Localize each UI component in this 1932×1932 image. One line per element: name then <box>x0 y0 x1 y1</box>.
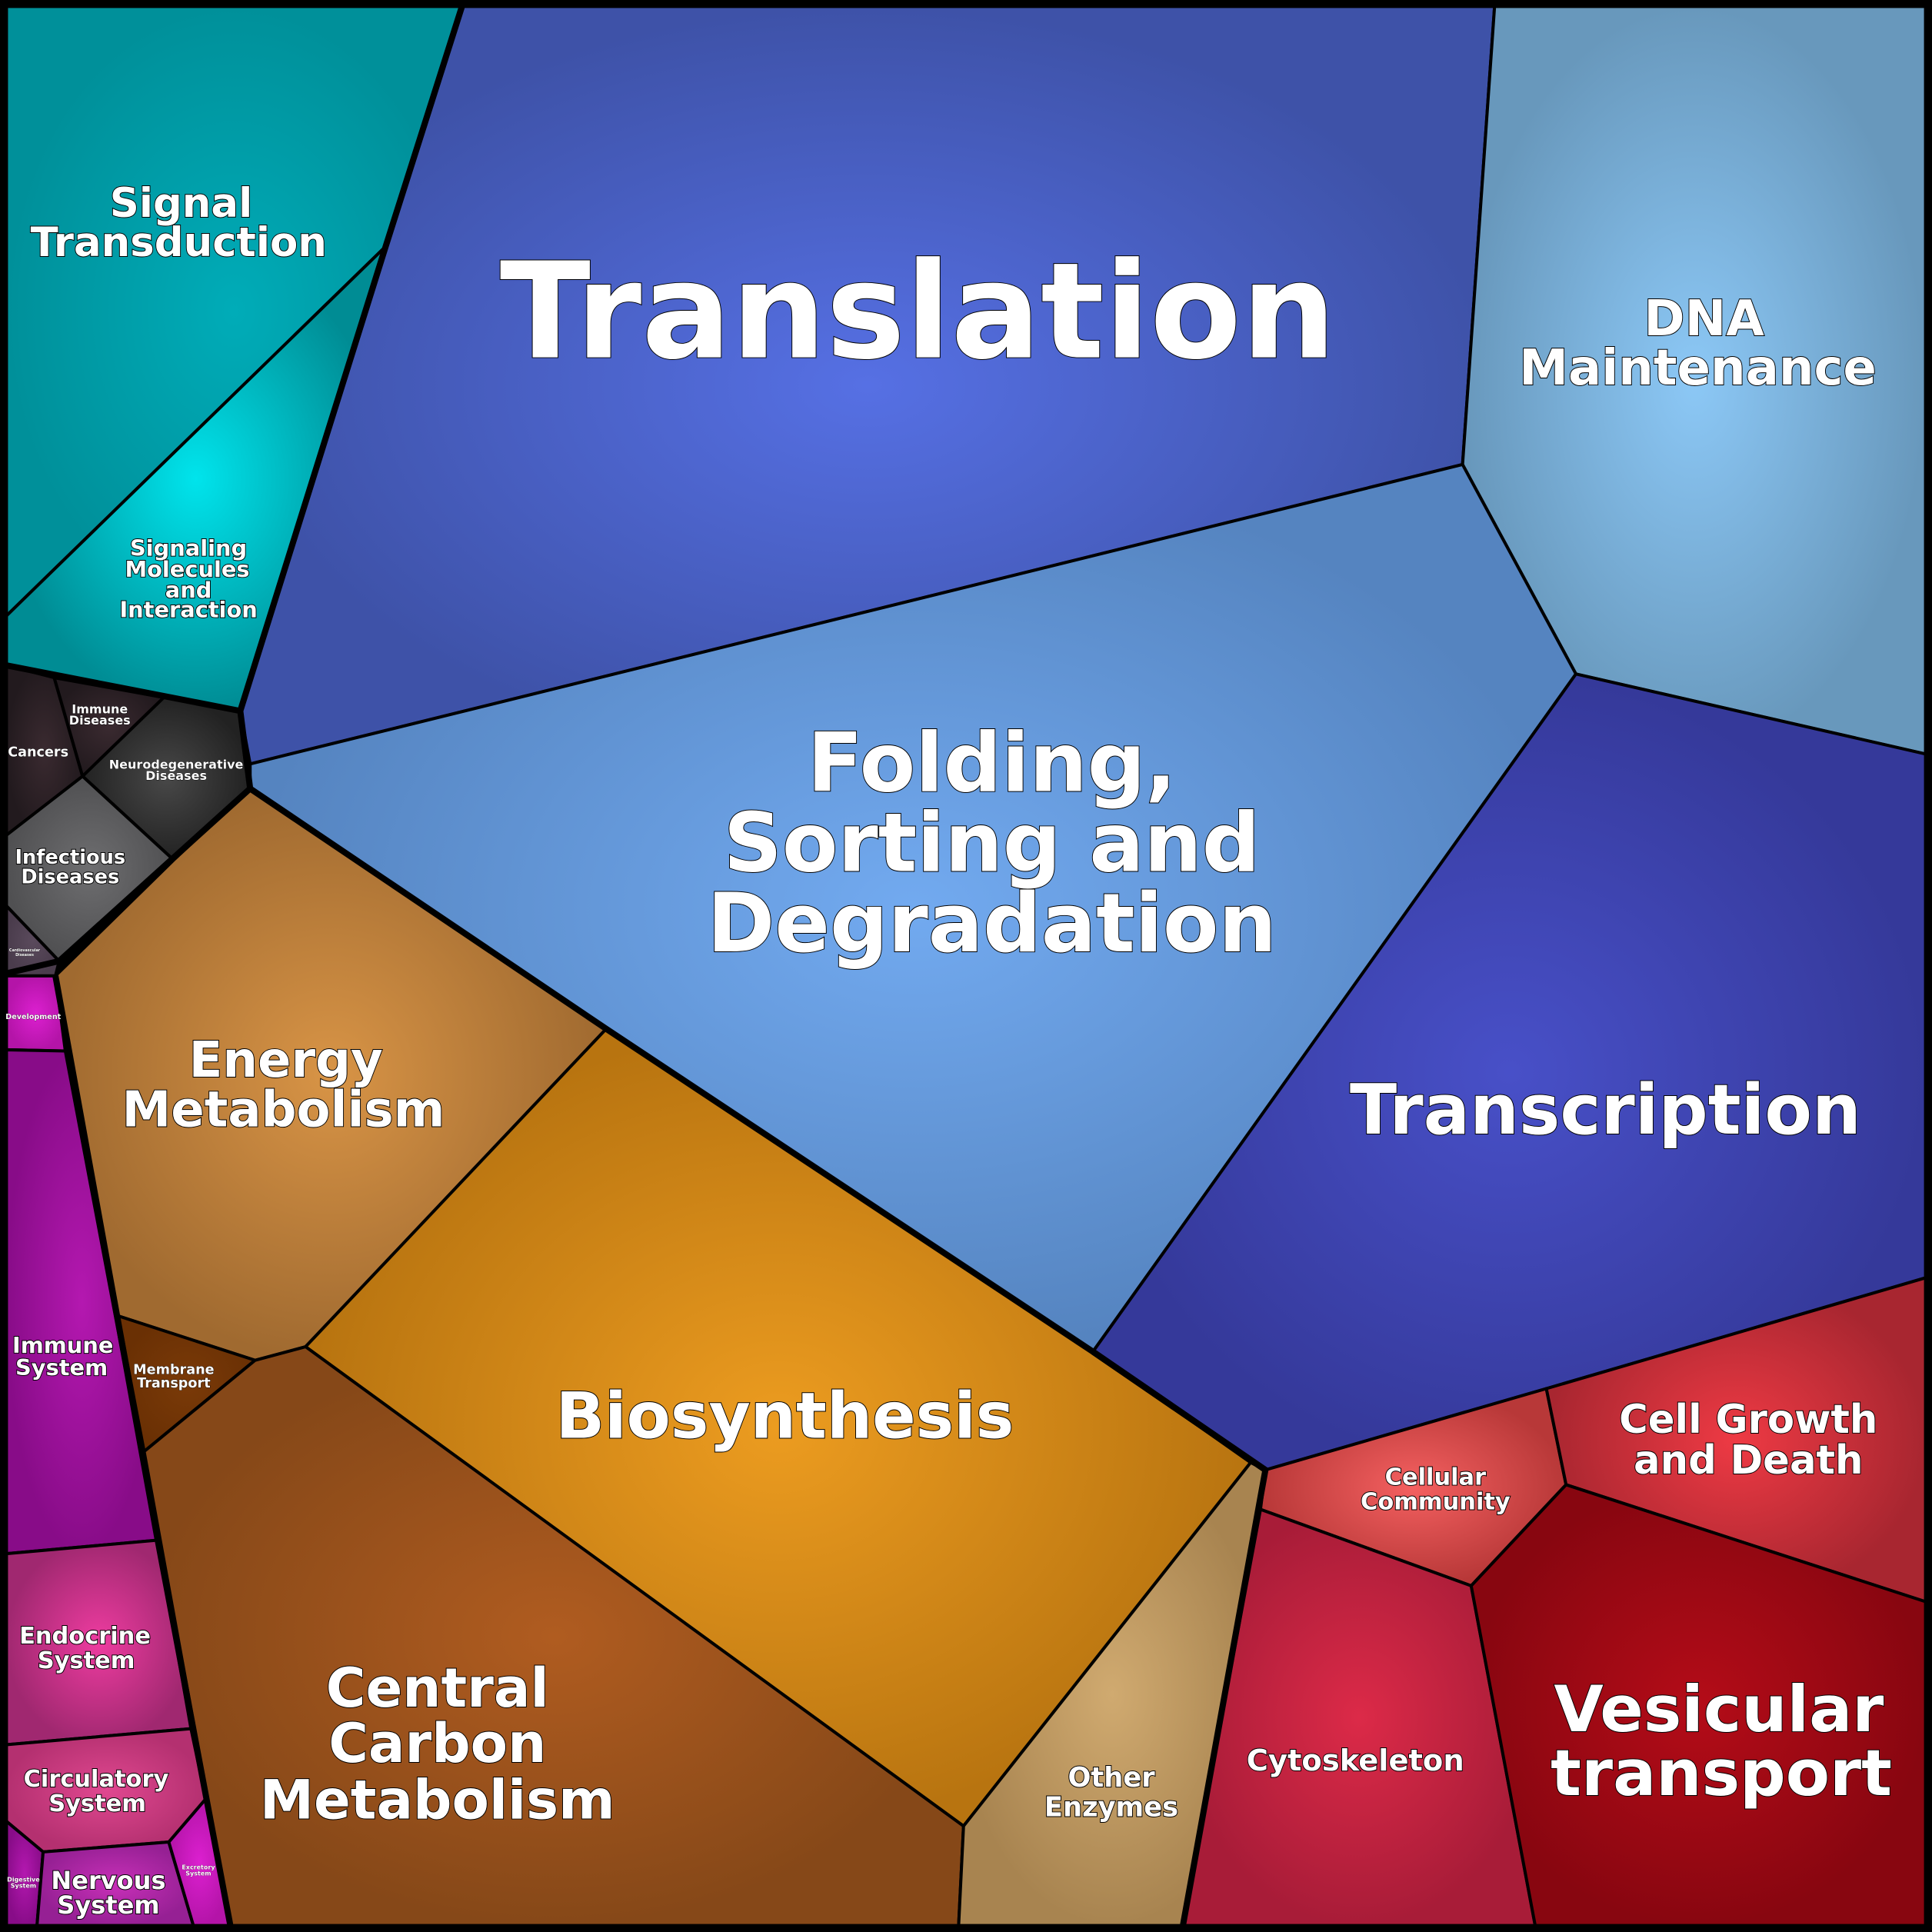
label-cancers: Cancers <box>8 745 68 761</box>
label-translation: Translation <box>500 234 1336 389</box>
label-transcription: Transcription <box>1350 1071 1861 1151</box>
label-development: Development <box>5 1013 61 1021</box>
label-cytoskeleton: Cytoskeleton <box>1247 1744 1464 1778</box>
label-biosynthesis: Biosynthesis <box>556 1379 1014 1454</box>
cells <box>5 5 1927 1927</box>
